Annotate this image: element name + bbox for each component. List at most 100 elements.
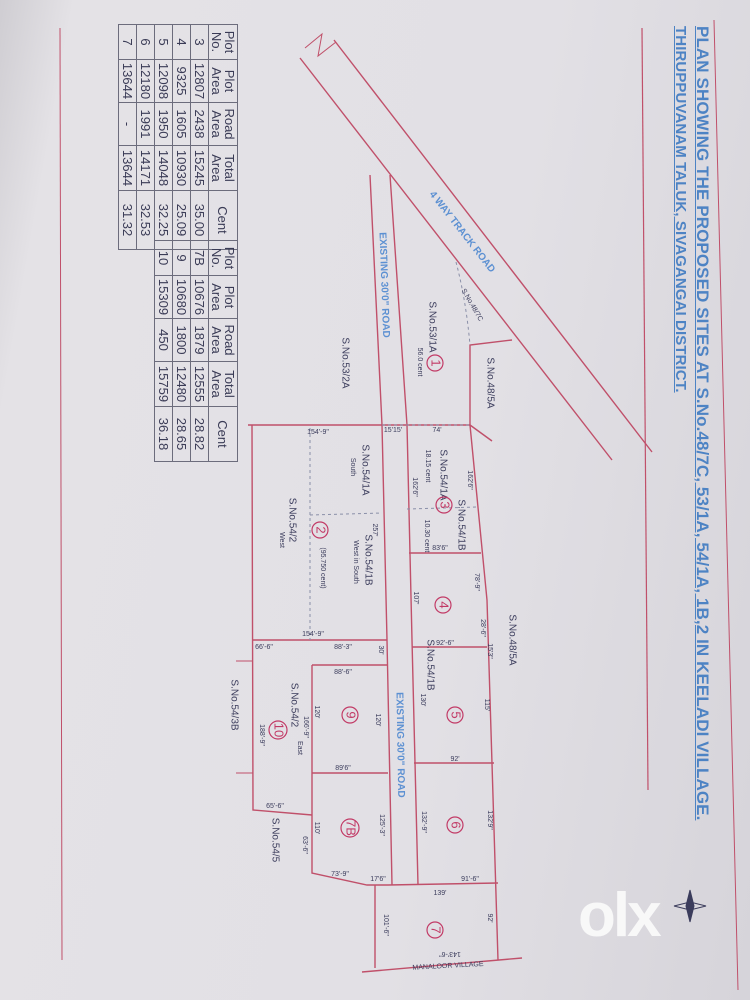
header-total-area: Total Area [208,361,238,407]
existing-road-label: EXISTING 30'0" ROAD [393,692,406,798]
survey-label: S.No.48/7C [460,288,484,323]
survey-label: S.No.48/5A [484,357,495,408]
boundary-east [469,424,499,961]
cell: 28.65 [172,406,191,462]
note-label: (95.750 cent) [319,547,326,588]
plot-number: 6 [449,821,464,828]
cell: 7 [118,24,137,60]
cell: 450 [154,318,173,362]
cell: 13644 [118,59,137,103]
cell: 15245 [190,145,209,191]
note-label: 56.0 cent [416,348,423,377]
four-way-road-edge [299,57,613,461]
survey-label: S.No.54/5 [269,818,280,863]
boundary-6-7 [387,882,499,886]
cell: 1879 [190,318,209,362]
dimension-label: 63'-6" [301,836,308,854]
dimension-label: 88'-3" [334,644,352,651]
frame-title-line [641,27,649,791]
dimension-label: 154'-9" [302,631,324,638]
cell: 28.82 [190,406,209,462]
table-header-row: Plot No. Plot Area Road Area Total Area … [208,24,238,250]
cell: 32.53 [136,190,155,250]
dimension-label: 130' [419,693,426,706]
plot-circle [311,521,329,539]
dimension-label: 115' [483,699,490,712]
dashed-divider [309,512,383,516]
dashed-48-7c [455,261,471,346]
boundary-west [251,424,313,816]
dashed-lines [309,261,479,640]
plot-circle [340,818,360,838]
dimension-label: 132'-9" [420,811,427,833]
dimension-label: 139' [433,890,446,897]
dimension-label: 88'-6" [334,669,352,676]
header-plot-no: Plot No. [208,24,238,60]
cell: 14048 [154,145,173,191]
cell: 13644 [118,145,137,191]
area-table-left: Plot No. Plot Area Road Area Total Area … [118,24,238,250]
header-road-area: Road Area [208,318,238,362]
cell: 1950 [154,102,173,146]
dimension-label: 28'-6" [479,619,486,637]
dimension-label: 66'-6" [255,644,273,651]
plan-title: PLAN SHOWING THE PROPOSED SITES AT S.No.… [661,26,713,821]
survey-label: S.No.54/3B [228,679,239,730]
survey-label: S.No.53/2A [339,337,350,388]
cell: 9 [172,240,191,276]
cell: 5 [154,24,173,60]
frame-left-line [59,27,63,961]
cell: 7B [190,240,209,276]
dimension-label: 101'-6" [382,914,389,936]
cell: 10 [154,240,173,276]
plot-markers [268,354,464,939]
plot-circle [446,706,464,724]
olx-watermark-logo: olx [578,881,662,950]
dimension-label: 154'-9" [307,429,329,436]
manaloor-village-label: MANALOOR VILLAGE [412,961,484,972]
cell: - [118,102,137,146]
cell: 14171 [136,145,155,191]
note-label: East [296,741,303,755]
plot-number: 7 [429,926,444,933]
plot-number: 9 [344,711,359,718]
existing-road-label: EXISTING 30'0" ROAD [377,232,392,338]
frame-right-line [713,19,739,991]
dimension-label: 188'-9" [258,724,265,746]
plot-circle [434,596,452,614]
dimension-label: 166'-9" [302,716,309,738]
dimension-label: 132'9" [486,810,493,830]
dimension-label: 92' [450,756,459,763]
cell: 6 [136,24,155,60]
table-header-row: Plot No. Plot Area Road Area Total Area … [208,240,238,462]
dimension-label: 73'-9" [331,871,349,878]
dimension-label: 15'3" [486,643,493,659]
survey-label: S.No.53/1A [426,301,437,352]
header-road-area: Road Area [208,102,238,146]
header-plot-no: Plot No. [208,240,238,276]
header-total-area: Total Area [208,145,238,191]
survey-label: S.No.54/1B [362,534,373,585]
title-line-2: THIRUPPUVANAM TALUK, SIVAGANGAI DISTRICT… [672,26,689,393]
cell: 3 [190,24,209,60]
cell: 10930 [172,145,191,191]
note-label: West in South [352,540,359,584]
four-way-road-edge [333,39,653,453]
boundary-9-7b-west [311,665,388,886]
dimension-label: 92' [486,913,493,922]
cell: 10676 [190,275,209,319]
dimension-label: 143'-6" [439,950,461,957]
four-way-road-label: 4 WAY TRACK ROAD [427,189,497,275]
title-line-1: PLAN SHOWING THE PROPOSED SITES AT S.No.… [693,26,712,821]
plot-number: 1 [429,359,444,366]
plan-boundary-lines [59,19,739,991]
dimension-label: 120' [374,713,381,726]
plot-circle [426,921,444,939]
plot-circle [341,706,359,724]
